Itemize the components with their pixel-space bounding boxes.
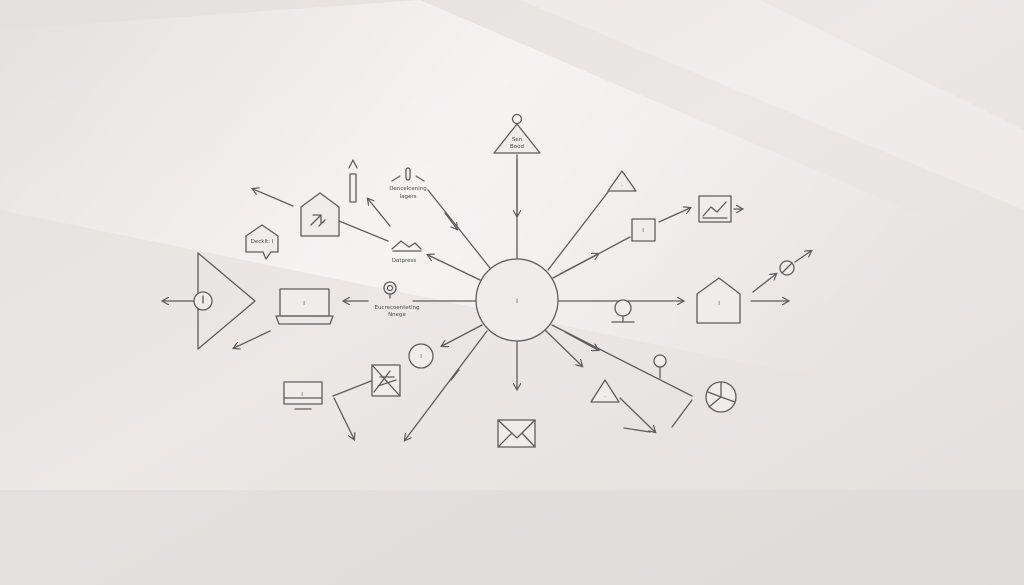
- envelope-node: [497, 419, 536, 448]
- lollipop-icon: [653, 354, 667, 368]
- arrow-house-left: [253, 189, 294, 207]
- antenna-icon: [511, 113, 523, 125]
- envelope-icon: [497, 419, 536, 448]
- funnel-node: [163, 252, 271, 349]
- gear-label-2: Nnege: [388, 312, 406, 318]
- monitor-icon: [283, 381, 323, 405]
- arrow-upper-left: [444, 212, 457, 229]
- cluster-label: Dotpress: [392, 258, 417, 264]
- line-chart-node: [698, 195, 742, 223]
- connector-upper-left: [427, 189, 491, 269]
- speech-bubble-label: Decklt: I: [251, 239, 274, 245]
- triangle-lower-mark: ·: [604, 394, 606, 400]
- gear-node: Eucrecoenteting Nnege: [375, 281, 420, 318]
- arrow-house-diag: [752, 274, 776, 293]
- shuffle-icon: [310, 214, 326, 227]
- triangle-lower-right: ·: [590, 379, 655, 433]
- circle-node: I: [408, 343, 434, 369]
- tick-line: [623, 427, 651, 433]
- connector-upper-right: [547, 191, 609, 271]
- laptop-node: I: [275, 288, 369, 325]
- warehouse-node: Dencelcening Iagers: [389, 167, 427, 200]
- cylinder-icon: [405, 167, 411, 181]
- house-shuffle-node: [253, 189, 391, 242]
- chart-to-monitor-line: [332, 380, 372, 397]
- arrow-down-left: [234, 330, 271, 348]
- up-arrow: [348, 159, 358, 203]
- house-right-node: I: [696, 274, 788, 324]
- laptop-label: I: [303, 301, 305, 307]
- gear-label-1: Eucrecoenteting: [375, 305, 420, 311]
- arrow-lower-right: [564, 331, 598, 350]
- hub-label: I: [516, 298, 518, 305]
- arrow-to-chart: [658, 208, 690, 223]
- top-triangle-label-1: Sen: [512, 137, 523, 143]
- connector-lower-left: [405, 330, 488, 440]
- connector-left-upper: [428, 255, 481, 281]
- speech-bubble-node: Decklt: I: [245, 224, 279, 260]
- warehouse-label-2: Iagers: [400, 194, 417, 200]
- connector-lower-right: [551, 324, 693, 397]
- hub-node: I: [475, 258, 559, 342]
- arrow-monitor-down: [333, 397, 354, 439]
- arrow-to-house: [368, 199, 391, 227]
- arrow-right-upper: [559, 254, 598, 275]
- blocked-icon-node: [779, 251, 811, 276]
- laptop-icon: [279, 288, 330, 317]
- triangle-mark: ·: [621, 183, 623, 189]
- pin-icon: [614, 299, 632, 317]
- warehouse-label-1: Dencelcening: [389, 186, 426, 192]
- lollipop-node: [653, 354, 667, 379]
- triangle-upper-right: ·: [607, 170, 637, 192]
- top-triangle-node: Sen Bood: [493, 113, 541, 154]
- connector-lower-right-2: [544, 329, 582, 366]
- pie-chart-node: [671, 381, 737, 428]
- trend-icon: [702, 201, 727, 217]
- square-node: I: [631, 208, 690, 242]
- connector-tick: [450, 369, 460, 381]
- spiral-icon: [383, 281, 397, 295]
- house-right-label: I: [718, 301, 720, 307]
- cluster-node: Dotpress: [391, 240, 422, 264]
- circle-node-label: I: [420, 354, 422, 360]
- mountain-icon: [391, 240, 422, 250]
- house-to-cluster-line: [338, 220, 389, 242]
- square-label: I: [642, 228, 644, 234]
- arrow-blocked: [794, 251, 811, 263]
- top-triangle-label-2: Bood: [510, 144, 524, 150]
- arrow-triangle-down: [619, 397, 655, 432]
- crossed-chart-node: [332, 364, 401, 397]
- connector-left-lower: [442, 324, 483, 346]
- monitor-label: I: [301, 392, 303, 398]
- pie-connector: [671, 399, 693, 428]
- monitor-node: I: [283, 381, 354, 439]
- pin-node: [611, 299, 635, 323]
